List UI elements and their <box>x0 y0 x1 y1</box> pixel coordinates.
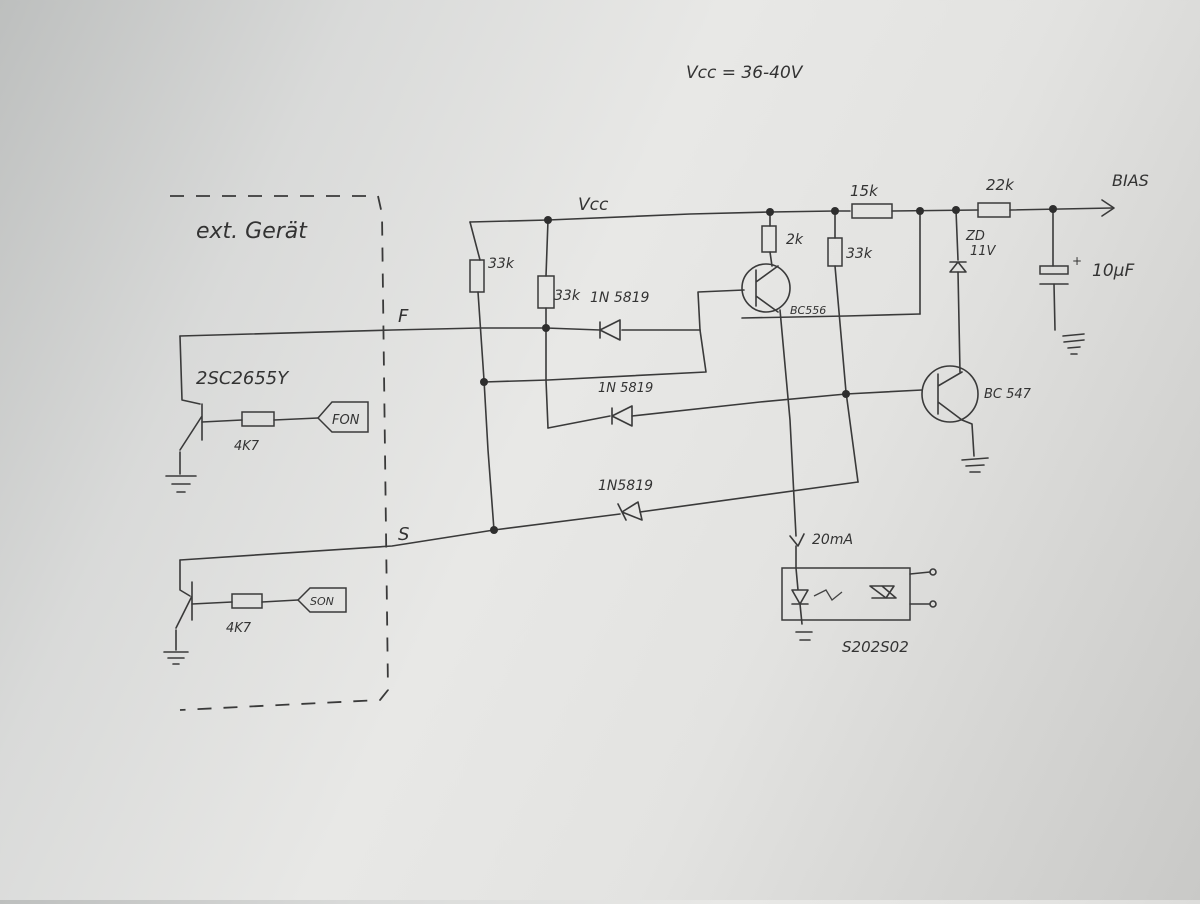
diode-1n5819-3 <box>617 501 643 521</box>
bias-label: BIAS <box>1112 171 1149 190</box>
resistor-15k <box>851 203 893 219</box>
pin-s-label: S <box>398 524 409 545</box>
wire-33k-a-down <box>477 291 495 531</box>
ext-transistor-s <box>175 581 193 629</box>
fon-label: FON <box>332 413 360 428</box>
bc556-label: BC556 <box>790 304 826 317</box>
ground-icon <box>165 451 197 493</box>
wire-15k-out <box>891 209 979 212</box>
ssr-s202s02 <box>781 567 937 625</box>
capacitor-10uf <box>1039 265 1069 275</box>
wire-son <box>261 599 299 603</box>
s-signal-line <box>179 513 621 561</box>
junction-dot <box>480 378 488 386</box>
junction-dot <box>490 526 498 534</box>
wire-2k-emitter <box>769 251 773 267</box>
wire-d3-right <box>639 481 859 513</box>
cap-label: 10µF <box>1092 261 1134 281</box>
resistor-33k-a-label: 33k <box>488 256 515 272</box>
current-label: 20mA <box>812 532 853 548</box>
resistor-4k7-a <box>241 411 275 427</box>
wire-33k-c-down <box>834 265 859 483</box>
junction-dot <box>952 206 960 214</box>
ext-device-label: ext. Gerät <box>196 219 308 244</box>
f-signal-line <box>179 327 601 337</box>
resistor-4k7-b <box>231 593 263 609</box>
resistor-4k7-b-label: 4K7 <box>226 621 252 636</box>
ext-device-boundary <box>170 195 389 711</box>
junction-dot <box>542 324 550 332</box>
wire-cap-ground <box>1053 283 1085 337</box>
wire-base-loop <box>483 329 707 383</box>
wire-zd-top <box>955 209 959 261</box>
junction-dot <box>842 390 850 398</box>
ground-icon <box>163 629 189 665</box>
resistor-15k-label: 15k <box>850 182 879 200</box>
zd-label: ZD <box>965 229 985 244</box>
wire-s-base <box>191 601 233 605</box>
current-arrow-icon <box>789 533 805 547</box>
resistor-33k-c <box>827 237 843 267</box>
diode-2-label: 1N 5819 <box>598 381 653 396</box>
zener-diode <box>949 261 967 273</box>
resistor-22k-label: 22k <box>986 176 1015 194</box>
ext-transistor-label: 2SC2655Y <box>196 368 290 389</box>
transistor-bc547 <box>921 365 979 423</box>
fon-connector <box>316 401 369 433</box>
vcc-rail-label: Vcc <box>578 195 609 215</box>
wire-bc556-collector <box>779 309 797 537</box>
resistor-22k <box>977 202 1011 218</box>
resistor-33k-b-label: 33k <box>554 288 581 304</box>
son-connector <box>296 587 347 613</box>
wire-to-bc547-base <box>631 389 923 417</box>
resistor-33k-b <box>537 275 555 309</box>
junction-dot <box>1049 205 1057 213</box>
bc547-label: BC 547 <box>984 387 1032 402</box>
junction-dot <box>831 207 839 215</box>
bias-arrow-icon <box>1101 199 1115 217</box>
resistor-2k <box>761 225 777 253</box>
ext-transistor-f <box>179 403 203 451</box>
ground-icon <box>1063 339 1085 355</box>
wire-f-base <box>201 419 243 423</box>
junction-dot <box>766 208 774 216</box>
wire-fon <box>273 417 319 421</box>
wire-bc547-emitter <box>961 419 975 457</box>
diode-3-label: 1N5819 <box>598 478 653 494</box>
cap-plus-sign: + <box>1072 254 1082 268</box>
f-line-right <box>741 313 921 319</box>
diode-1n5819-1 <box>599 319 621 341</box>
ssr-label: S202S02 <box>842 638 909 656</box>
zd-value: 11V <box>970 244 997 259</box>
wire-33k-a-top <box>469 221 481 261</box>
wire-bc556-base <box>697 289 745 331</box>
ground-icon <box>961 457 989 473</box>
vcc-spec-text: Vcc = 36-40V <box>686 63 804 83</box>
resistor-2k-label: 2k <box>786 232 804 248</box>
wire-zd-collector <box>957 271 961 373</box>
junction-dot <box>544 216 552 224</box>
vcc-rail <box>469 210 851 223</box>
resistor-33k-a <box>469 259 485 293</box>
son-label: SON <box>310 595 334 608</box>
wire-d2-left <box>547 415 611 429</box>
junction-dot <box>916 207 924 215</box>
wire-s-collector <box>179 559 191 597</box>
resistor-4k7-a-label: 4K7 <box>234 439 260 454</box>
ground-icon <box>795 631 813 641</box>
diode-1n5819-2 <box>611 405 633 427</box>
diode-1-label: 1N 5819 <box>590 290 650 306</box>
transistor-bc556 <box>741 263 791 313</box>
pin-f-label: F <box>398 306 409 327</box>
wire-33k-b-top <box>545 219 549 277</box>
resistor-33k-c-label: 33k <box>846 246 873 262</box>
wire-bias-out <box>1009 207 1113 211</box>
wire-f-collector <box>179 335 201 405</box>
